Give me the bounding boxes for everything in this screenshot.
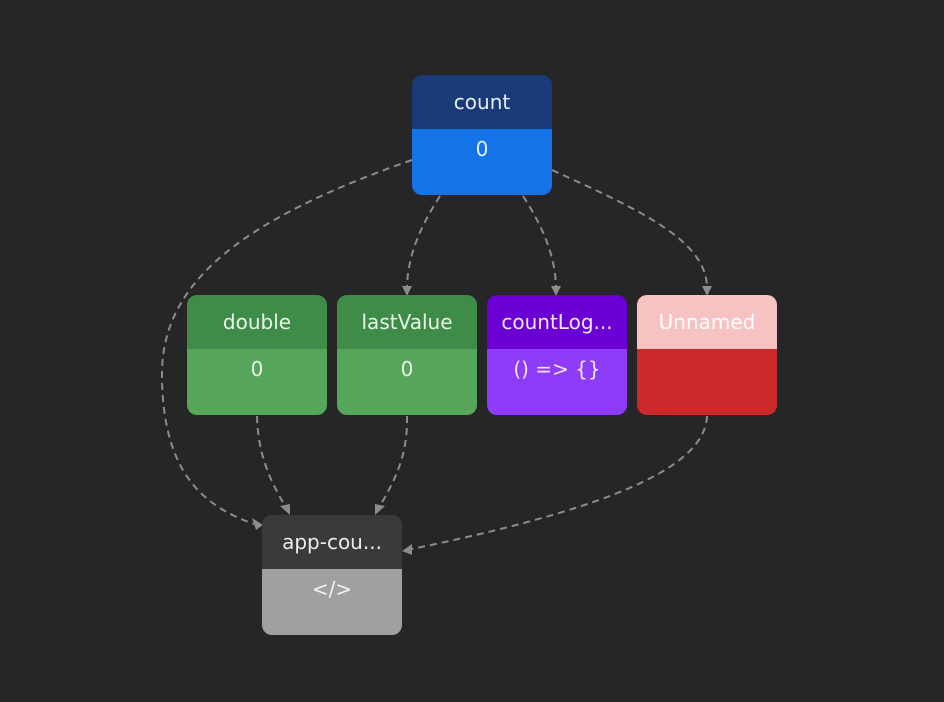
edge-count-to-countlog bbox=[522, 195, 557, 287]
edge-unnamed-to-appcounter bbox=[411, 415, 708, 550]
edge-count-to-unnamed bbox=[551, 169, 708, 287]
edge-count-to-lastvalue bbox=[406, 195, 441, 287]
node-value: () => {} bbox=[487, 349, 627, 415]
node-value: </> bbox=[262, 569, 402, 635]
effect-node-countlog[interactable]: countLog... () => {} bbox=[487, 295, 627, 415]
edge-arrowhead bbox=[280, 504, 290, 515]
edge-lastvalue-to-appcounter bbox=[379, 415, 409, 507]
edge-arrowhead bbox=[375, 504, 385, 515]
edge-double-to-appcounter bbox=[256, 415, 286, 507]
computed-node-lastvalue[interactable]: lastValue 0 bbox=[337, 295, 477, 415]
node-title: app-cou... bbox=[262, 515, 402, 569]
edge-arrowhead bbox=[252, 518, 263, 530]
node-value bbox=[637, 349, 777, 415]
component-node-app-counter[interactable]: app-cou... </> bbox=[262, 515, 402, 635]
node-value: 0 bbox=[187, 349, 327, 415]
computed-node-double[interactable]: double 0 bbox=[187, 295, 327, 415]
edge-arrowhead bbox=[551, 286, 561, 296]
node-title: lastValue bbox=[337, 295, 477, 349]
node-title: Unnamed bbox=[637, 295, 777, 349]
edge-arrowhead bbox=[402, 286, 412, 296]
edge-count-to-appcounter bbox=[160, 159, 413, 525]
edge-arrowhead bbox=[402, 544, 412, 555]
node-title: double bbox=[187, 295, 327, 349]
node-value: 0 bbox=[337, 349, 477, 415]
signal-node-count[interactable]: count 0 bbox=[412, 75, 552, 195]
node-title: countLog... bbox=[487, 295, 627, 349]
edge-arrowhead bbox=[702, 286, 712, 296]
node-value: 0 bbox=[412, 129, 552, 195]
node-title: count bbox=[412, 75, 552, 129]
unnamed-node[interactable]: Unnamed bbox=[637, 295, 777, 415]
